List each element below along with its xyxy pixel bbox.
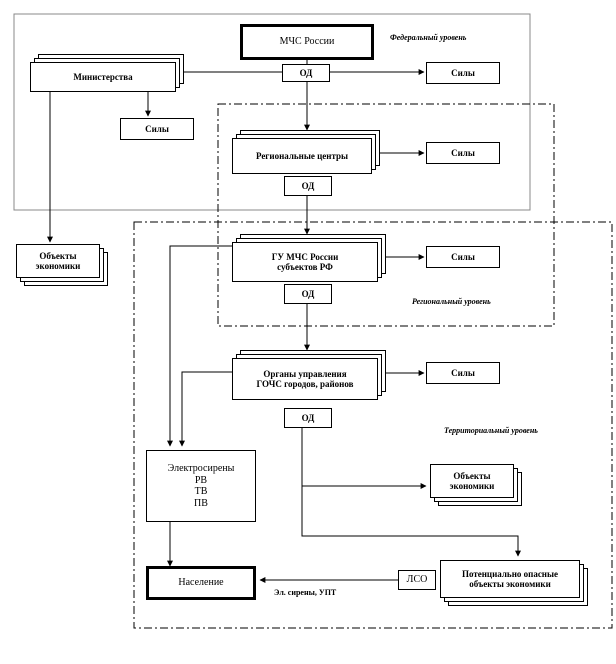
regional-level-frame: [217, 103, 555, 327]
mchs-od-box: ОД: [282, 64, 330, 82]
lso-box: ЛСО: [398, 570, 436, 590]
ministries-forces-box: Силы: [120, 118, 194, 140]
link-local-od-economy: [301, 428, 427, 489]
link-local-od-hazardous: [301, 486, 521, 557]
link-local-sirens: [179, 371, 232, 447]
local-gov-box: Органы управления ГОЧС городов, районов: [232, 358, 378, 400]
gu-mchs-box: ГУ МЧС России субъектов РФ: [232, 242, 378, 282]
federal-level-frame: [13, 13, 531, 211]
link-gu-sirens: [167, 245, 232, 447]
mchs-box: МЧС России: [240, 24, 374, 60]
gu-forces-box: Силы: [426, 246, 500, 268]
regional-od-box: ОД: [284, 176, 332, 196]
hazardous-objects-box: Потенциально опасные объекты экономики: [440, 560, 580, 598]
sirens-box: Электросирены РВ ТВ ПВ: [146, 450, 256, 522]
regional-forces-box: Силы: [426, 142, 500, 164]
ministries-box: Министерства: [30, 62, 176, 92]
regional-level-label: Региональный уровень: [412, 297, 491, 306]
federal-level-label: Федеральный уровень: [390, 33, 467, 42]
population-box: Население: [146, 566, 256, 600]
territorial-level-frame: [133, 221, 613, 629]
economy-objects-right-box: Объекты экономики: [430, 464, 514, 498]
local-forces-box: Силы: [426, 362, 500, 384]
siren-link-annotation: Эл. сирены, УПТ: [274, 588, 337, 597]
local-od-box: ОД: [284, 408, 332, 428]
economy-objects-left-box: Объекты экономики: [16, 244, 100, 278]
gu-od-box: ОД: [284, 284, 332, 304]
federal-forces-box: Силы: [426, 62, 500, 84]
regional-centers-box: Региональные центры: [232, 138, 372, 174]
territorial-level-label: Территориальный уровень: [444, 426, 538, 435]
